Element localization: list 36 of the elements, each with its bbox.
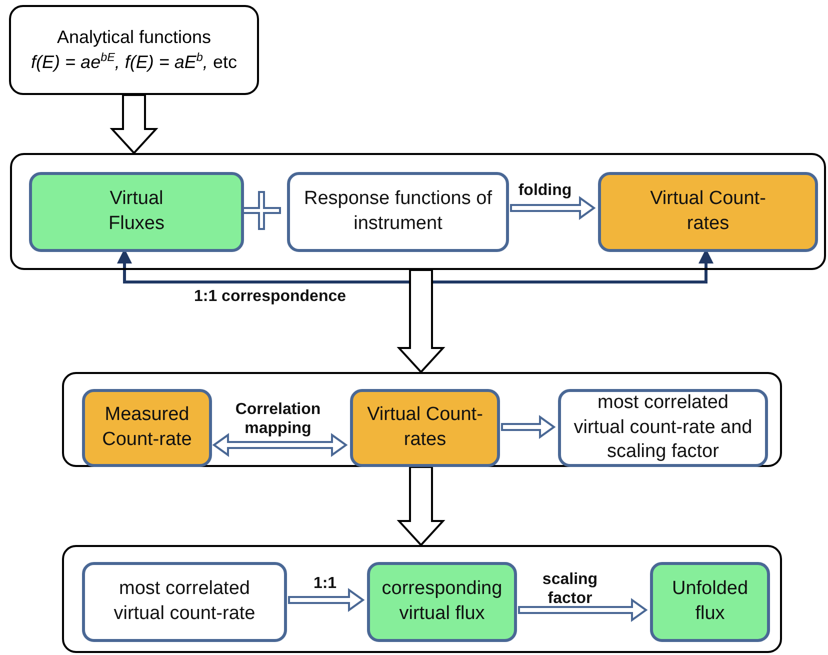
box-text: Response functions of instrument [303,187,493,236]
block-arrow [110,94,158,154]
process-box [287,172,509,252]
box-text: most correlated virtual count-rate [112,577,256,626]
block-arrow [396,269,446,374]
process-box [558,389,768,467]
edge-label: Correlation mapping [234,400,322,438]
box-text: Virtual Count-rates [366,403,484,452]
process-box [650,562,770,642]
group-panel [62,545,782,653]
box-text: most correlated virtual count-rate and scaling factor [573,390,753,464]
process-box [82,389,212,467]
hollow-arrow [518,598,648,622]
process-box [598,172,818,252]
box-text: Measured Count-rate [101,403,193,452]
hollow-arrow [501,415,556,439]
hollow-arrow [212,433,348,457]
process-box [82,562,287,642]
process-box [29,172,244,252]
box-text: corresponding virtual flux [380,577,504,626]
process-box [367,562,517,642]
input-box [9,5,259,95]
group-panel [10,153,826,270]
block-arrow [396,466,446,546]
box-text: Virtual Count-rates [649,187,767,236]
formula-text: f(E) = ae$^{bE}$, f(E) = aE$^{b}$, etc [31,50,237,74]
box-text: Analytical functions [56,26,212,50]
group-panel [62,372,782,467]
hollow-arrow [510,196,596,220]
edge-label: folding [517,181,573,200]
hollow-arrow [288,588,365,612]
box-text: Virtual Fluxes [108,187,166,236]
edge-label: scaling factor [541,570,599,608]
edge-label: 1:1 [312,574,338,594]
box-text: Unfolded flux [670,577,750,626]
process-box [350,389,500,467]
